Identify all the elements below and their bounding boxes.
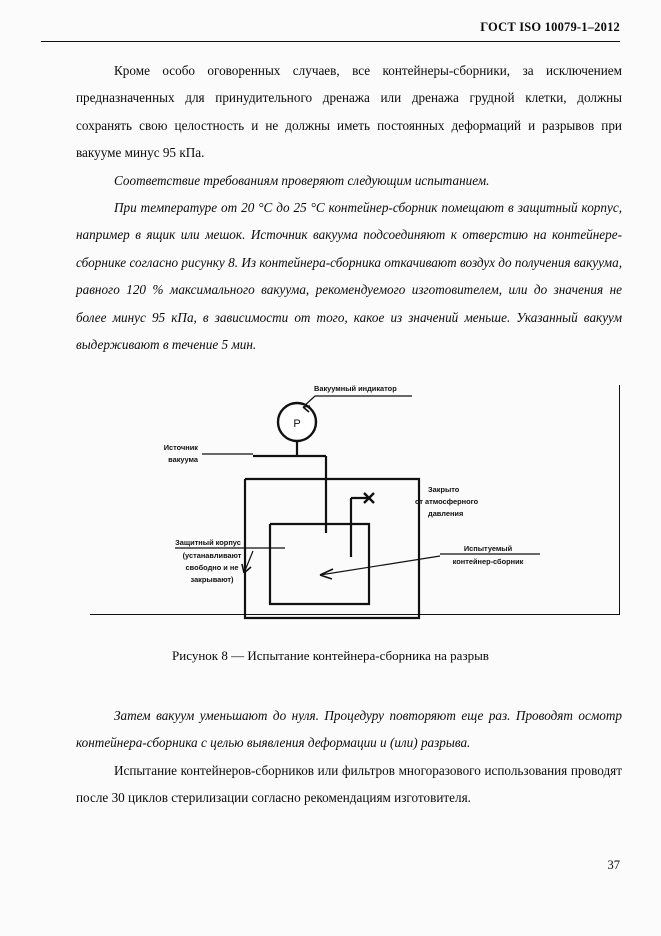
tested-container-label-line1: Испытуемый: [464, 544, 513, 553]
page-number: 37: [607, 858, 621, 872]
figure-diagram: P Вакуумный индикатор Источник вакуума З…: [140, 376, 540, 621]
figure-bottom-rule: [90, 614, 620, 616]
gauge-symbol-label: P: [293, 418, 300, 430]
header-divider: [41, 41, 620, 42]
paragraph-5: Испытание контейнеров-сборников или филь…: [76, 762, 622, 806]
vacuum-source-label-line2: вакуума: [168, 455, 199, 464]
protective-housing-label-line1: Защитный корпус: [175, 538, 241, 547]
vacuum-source-label-line1: Источник: [164, 443, 199, 452]
protective-housing-label-line4: закрывают): [191, 575, 235, 584]
figure-right-rule: [619, 385, 621, 615]
protective-housing-label-line2: (устанавливают: [183, 551, 242, 560]
paragraph-4: Затем вакуум уменьшают до нуля. Процедур…: [76, 708, 622, 751]
paragraph-1: Кроме особо оговоренных случаев, все кон…: [76, 63, 622, 161]
paragraph-2: Соответствие требованиям проверяют следу…: [114, 172, 490, 188]
closed-atmosphere-label-line2: от атмосферного: [415, 497, 479, 506]
figure-8: P Вакуумный индикатор Источник вакуума З…: [0, 376, 661, 676]
document-body-top: Кроме особо оговоренных случаев, все кон…: [76, 57, 622, 358]
paragraph-3: При температуре от 20 °С до 25 °С контей…: [76, 200, 622, 353]
closed-atmosphere-label-line3: давления: [428, 509, 463, 518]
protective-housing-label-line3: свободно и не: [186, 563, 239, 572]
document-body-bottom: Затем вакуум уменьшают до нуля. Процедур…: [76, 702, 622, 812]
vacuum-indicator-label: Вакуумный индикатор: [314, 384, 397, 393]
figure-caption: Рисунок 8 — Испытание контейнера-сборник…: [172, 648, 489, 663]
tested-container-label-line2: контейнер-сборник: [453, 557, 524, 566]
page-header: ГОСТ ISO 10079-1–2012: [480, 20, 620, 34]
closed-atmosphere-label-line1: Закрыто: [428, 485, 460, 494]
